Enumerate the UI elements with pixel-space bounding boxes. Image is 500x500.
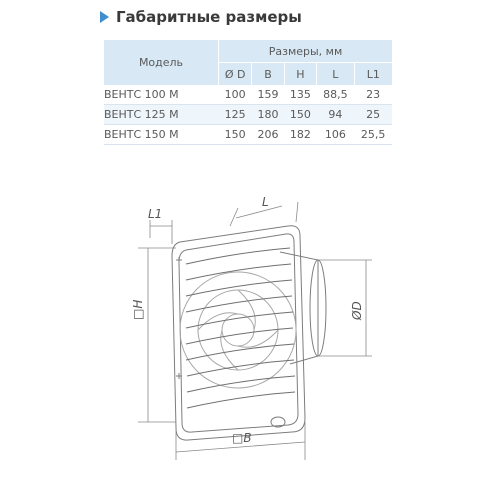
row-model: ВЕНТС 150 М — [104, 124, 219, 145]
cell-b: 180 — [251, 104, 285, 125]
cell-l: 94 — [316, 104, 355, 125]
cell-d: 100 — [218, 85, 252, 105]
dimensions-table: Модель Размеры, мм Ø D B H L L1 ВЕНТС 10… — [104, 40, 392, 145]
fan-dimension-drawing: L1 L □H □B ØD — [131, 195, 372, 460]
table-row: ВЕНТС 150 М 150 206 182 106 25,5 — [104, 124, 392, 145]
screw-mark-icon — [176, 373, 182, 379]
cell-l1: 25 — [354, 104, 392, 125]
dimension-label-d: ØD — [350, 301, 364, 321]
column-header-d: Ø D — [224, 67, 246, 81]
dimension-label-h: □H — [131, 300, 145, 320]
louvers — [185, 247, 296, 409]
cell-b: 159 — [251, 85, 285, 105]
dimension-label-b: □B — [232, 431, 252, 445]
switch-button-icon — [270, 416, 286, 428]
cell-l1: 23 — [354, 85, 392, 105]
cell-d: 150 — [218, 124, 252, 145]
column-header-b: B — [251, 62, 285, 85]
cell-d: 125 — [218, 104, 252, 125]
cell-h: 150 — [284, 104, 317, 125]
table-header-row: Модель Размеры, мм — [104, 40, 392, 85]
triangle-bullet-icon — [100, 11, 109, 23]
section-title: Габаритные размеры — [116, 8, 302, 26]
cell-l: 88,5 — [316, 85, 355, 105]
column-header-h: H — [283, 62, 317, 85]
screw-mark-icon — [176, 257, 182, 263]
column-header-l: L — [316, 62, 355, 85]
dimension-label-l: L — [262, 195, 269, 209]
panel-outer — [171, 225, 306, 441]
row-model: ВЕНТС 125 М — [104, 104, 219, 125]
table-row: ВЕНТС 100 М 100 159 135 88,5 23 — [104, 85, 392, 105]
cell-l1: 25,5 — [354, 124, 392, 145]
column-header-model: Модель — [104, 40, 219, 85]
cell-h: 182 — [284, 124, 317, 145]
row-model: ВЕНТС 100 М — [104, 85, 219, 105]
cell-l: 106 — [316, 124, 355, 145]
panel-inner — [178, 233, 299, 433]
impeller — [179, 271, 297, 389]
dimension-label-l1: L1 — [148, 207, 162, 221]
cell-h: 135 — [284, 85, 317, 105]
section-header: Габаритные размеры — [100, 6, 302, 28]
column-group-header: Размеры, мм — [218, 40, 392, 63]
table-row: ВЕНТС 125 М 125 180 150 94 25 — [104, 104, 392, 125]
cell-b: 206 — [251, 124, 285, 145]
column-header-l1: L1 — [353, 62, 392, 85]
